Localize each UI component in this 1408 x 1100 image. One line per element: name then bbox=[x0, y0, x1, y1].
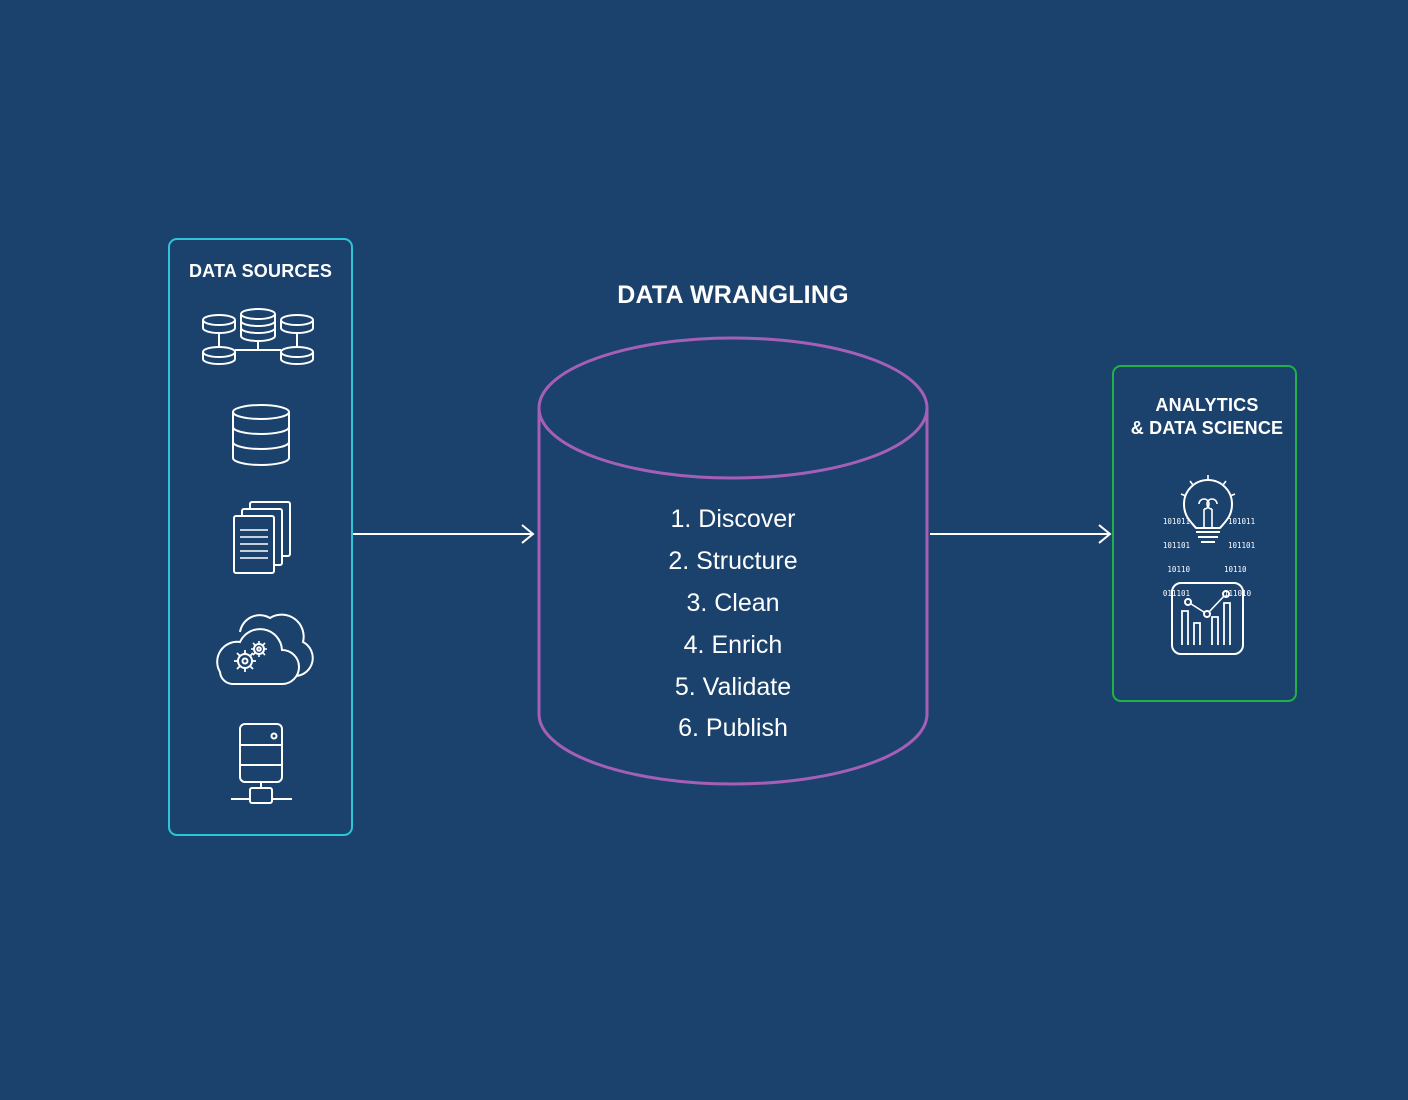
step-clean: 3. Clean bbox=[686, 589, 780, 617]
server-icon bbox=[231, 723, 292, 804]
binary-right: 101011 101101 10110 111010 bbox=[1224, 502, 1264, 614]
binary-right-line: 111010 bbox=[1224, 589, 1252, 598]
analytics-title-line1: ANALYTICS bbox=[1155, 395, 1259, 415]
binary-left-line: 101101 bbox=[1162, 541, 1190, 550]
data-wrangling-title: DATA WRANGLING bbox=[617, 281, 849, 309]
binary-left: 101011 101101 10110 011101 bbox=[1152, 502, 1190, 614]
chart-icon bbox=[1171, 582, 1244, 655]
step-validate: 5. Validate bbox=[674, 673, 792, 701]
lightbulb-binary-icon bbox=[1180, 475, 1236, 543]
database-cluster-icon bbox=[202, 308, 314, 365]
binary-left-line: 10110 bbox=[1167, 565, 1190, 574]
binary-right-line: 10110 bbox=[1224, 565, 1247, 574]
step-structure: 2. Structure bbox=[668, 547, 798, 575]
wrangling-cylinder bbox=[537, 336, 929, 786]
data-sources-panel bbox=[168, 238, 353, 836]
arrow-wrangling-to-analytics bbox=[930, 524, 1112, 544]
database-icon bbox=[232, 404, 290, 466]
step-publish: 6. Publish bbox=[678, 714, 788, 742]
analytics-title-line2: & DATA SCIENCE bbox=[1130, 418, 1284, 438]
binary-right-line: 101011 bbox=[1228, 517, 1256, 526]
step-discover: 1. Discover bbox=[670, 505, 796, 533]
documents-icon bbox=[233, 501, 291, 574]
cloud-gears-icon bbox=[216, 613, 314, 685]
data-sources-title: DATA SOURCES bbox=[188, 261, 333, 281]
binary-left-line: 101011 bbox=[1162, 517, 1190, 526]
analytics-panel bbox=[1112, 365, 1297, 702]
arrow-sources-to-wrangling bbox=[353, 524, 535, 544]
binary-left-line: 011101 bbox=[1162, 589, 1190, 598]
binary-right-line: 101101 bbox=[1228, 541, 1256, 550]
step-enrich: 4. Enrich bbox=[683, 631, 783, 659]
